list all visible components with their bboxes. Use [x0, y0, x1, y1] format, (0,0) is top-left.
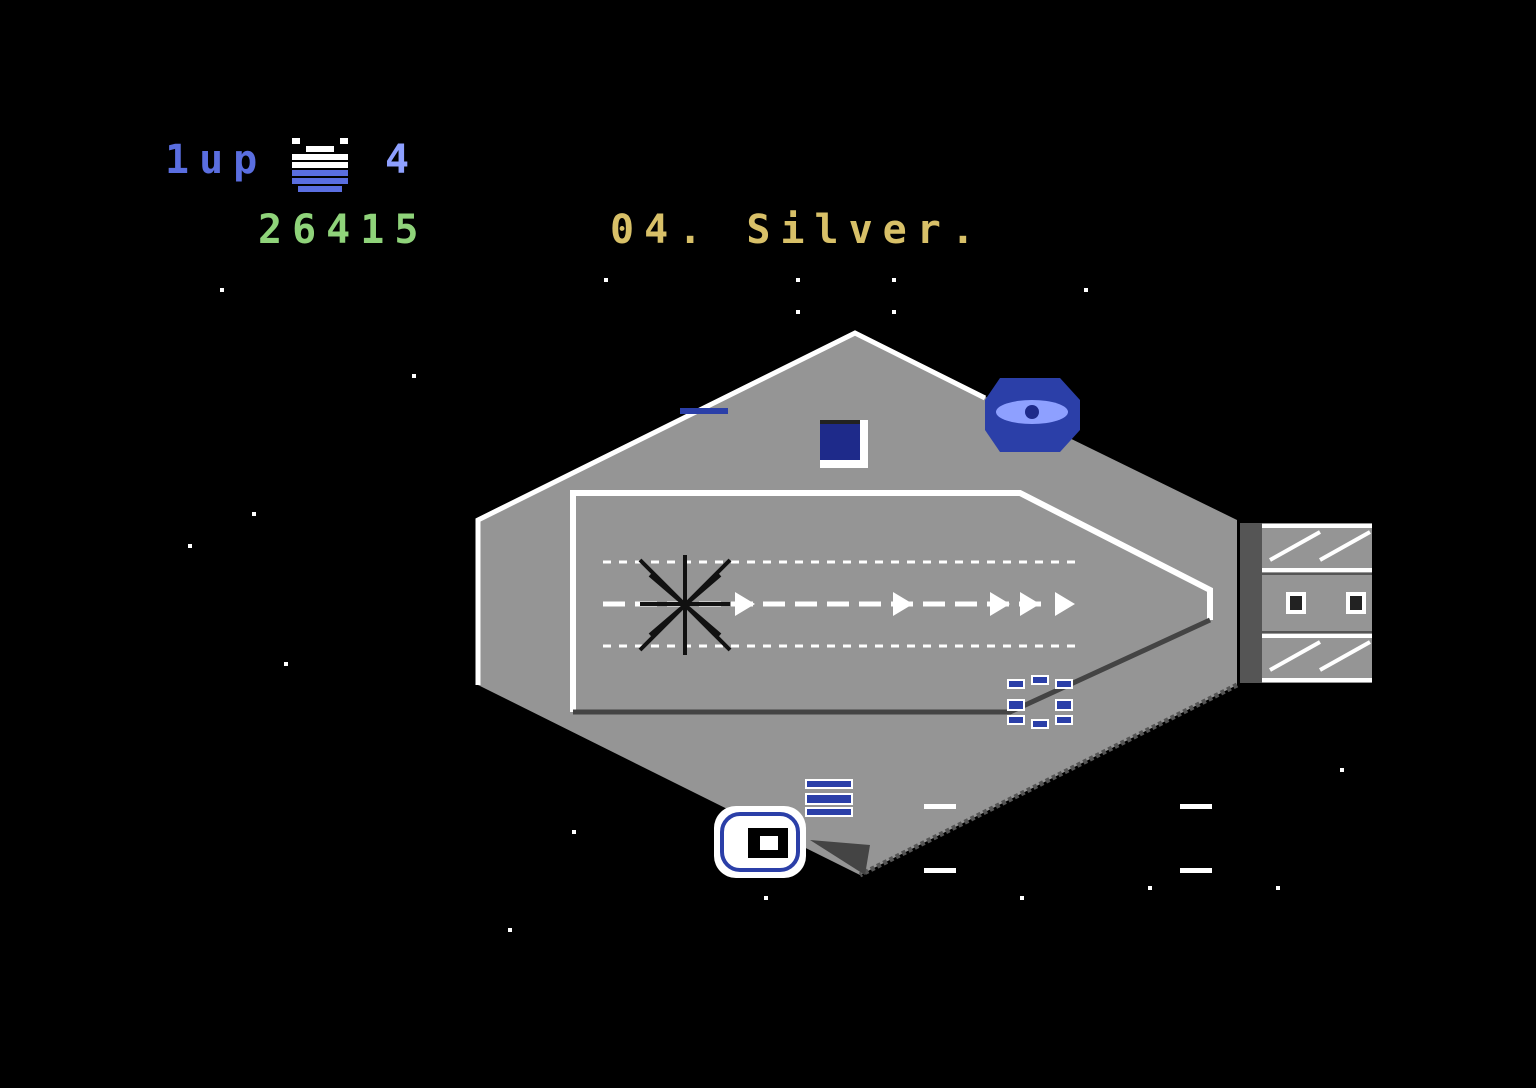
- hull-markers: [924, 804, 1212, 873]
- lives-count: 4: [385, 137, 420, 183]
- lives-ship-icon: [292, 138, 348, 192]
- crater-damage: [638, 555, 732, 655]
- score: 26415: [258, 207, 429, 253]
- dome-turret: [985, 378, 1080, 452]
- starfield: [188, 278, 1344, 932]
- enemy-fighter-icon: [805, 779, 853, 817]
- enemy-fighter-icon: [1007, 675, 1073, 729]
- dock-truss: [1240, 523, 1372, 683]
- runway-arrows: [735, 592, 1075, 616]
- level-name: 04. Silver.: [610, 207, 985, 253]
- manta-ship-icon: [714, 806, 806, 878]
- player-label: 1up: [165, 137, 268, 183]
- dreadnought-hull: [475, 330, 1372, 878]
